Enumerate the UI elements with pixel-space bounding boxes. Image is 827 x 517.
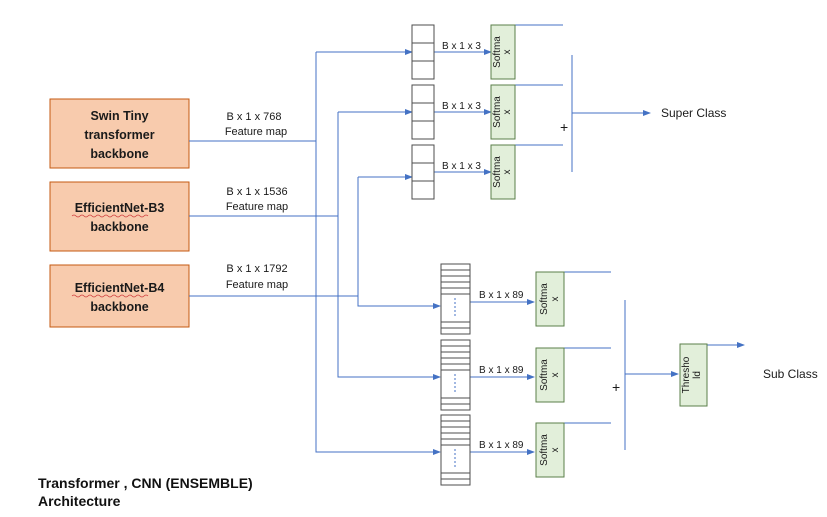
feature-map-label: Feature map (225, 126, 287, 138)
softmax-label: x (502, 110, 513, 115)
backbone-label-line: backbone (90, 147, 148, 161)
head-dim-label: B x 1 x 3 (442, 161, 481, 172)
softmax-label: x (550, 297, 561, 302)
softmax-block: Softma x (490, 84, 516, 140)
feature-map-label: Feature map (226, 279, 288, 291)
softmax-label: Softma (492, 156, 503, 188)
softmax-label: Softma (492, 96, 503, 128)
linear-head-super (411, 84, 435, 140)
softmax-block: Softma x (490, 144, 516, 200)
spellcheck-underline (71, 294, 149, 298)
softmax-block: Softma x (535, 271, 565, 327)
threshold-label: Thresho (681, 356, 692, 393)
head-dim-label: B x 1 x 89 (479, 365, 524, 376)
feature-map-label: Feature map (226, 201, 288, 213)
softmax-block: Softma x (490, 24, 516, 80)
linear-head-sub (440, 414, 471, 486)
backbone-swin-tiny: Swin Tiny transformer backbone (49, 98, 190, 169)
softmax-label: x (502, 170, 513, 175)
spellcheck-underline (71, 214, 149, 218)
feature-dim-label: B x 1 x 768 (226, 111, 281, 123)
softmax-block: Softma x (535, 347, 565, 403)
diagram-caption: Architecture (38, 493, 121, 509)
softmax-label: x (550, 448, 561, 453)
threshold-label: ld (692, 371, 703, 379)
linear-head-super (411, 144, 435, 200)
feature-dim-label: B x 1 x 1792 (226, 263, 287, 275)
softmax-block: Softma x (535, 422, 565, 478)
backbone-label-line: backbone (90, 300, 148, 314)
softmax-label: Softma (539, 283, 550, 315)
backbone-label-line: transformer (84, 128, 154, 142)
sum-operator: + (612, 379, 620, 395)
backbone-label-line: EfficientNet-B3 (75, 201, 165, 215)
sum-operator: + (560, 119, 568, 135)
linear-head-super (411, 24, 435, 80)
linear-head-sub (440, 263, 471, 335)
head-dim-label: B x 1 x 3 (442, 41, 481, 52)
threshold-block: Thresho ld (679, 343, 708, 407)
sub-class-output-label: Sub Class (763, 367, 818, 381)
backbone-label-line: backbone (90, 220, 148, 234)
softmax-label: x (550, 373, 561, 378)
head-dim-label: B x 1 x 89 (479, 440, 524, 451)
softmax-label: x (502, 50, 513, 55)
head-dim-label: B x 1 x 3 (442, 101, 481, 112)
softmax-label: Softma (539, 434, 550, 466)
diagram-caption: Transformer , CNN (ENSEMBLE) (38, 475, 253, 491)
head-dim-label: B x 1 x 89 (479, 290, 524, 301)
backbone-label-line: EfficientNet-B4 (75, 281, 165, 295)
backbone-label-line: Swin Tiny (90, 109, 148, 123)
super-class-output-label: Super Class (661, 106, 726, 120)
linear-head-sub (440, 339, 471, 411)
feature-dim-label: B x 1 x 1536 (226, 186, 287, 198)
softmax-label: Softma (539, 359, 550, 391)
softmax-label: Softma (492, 36, 503, 68)
